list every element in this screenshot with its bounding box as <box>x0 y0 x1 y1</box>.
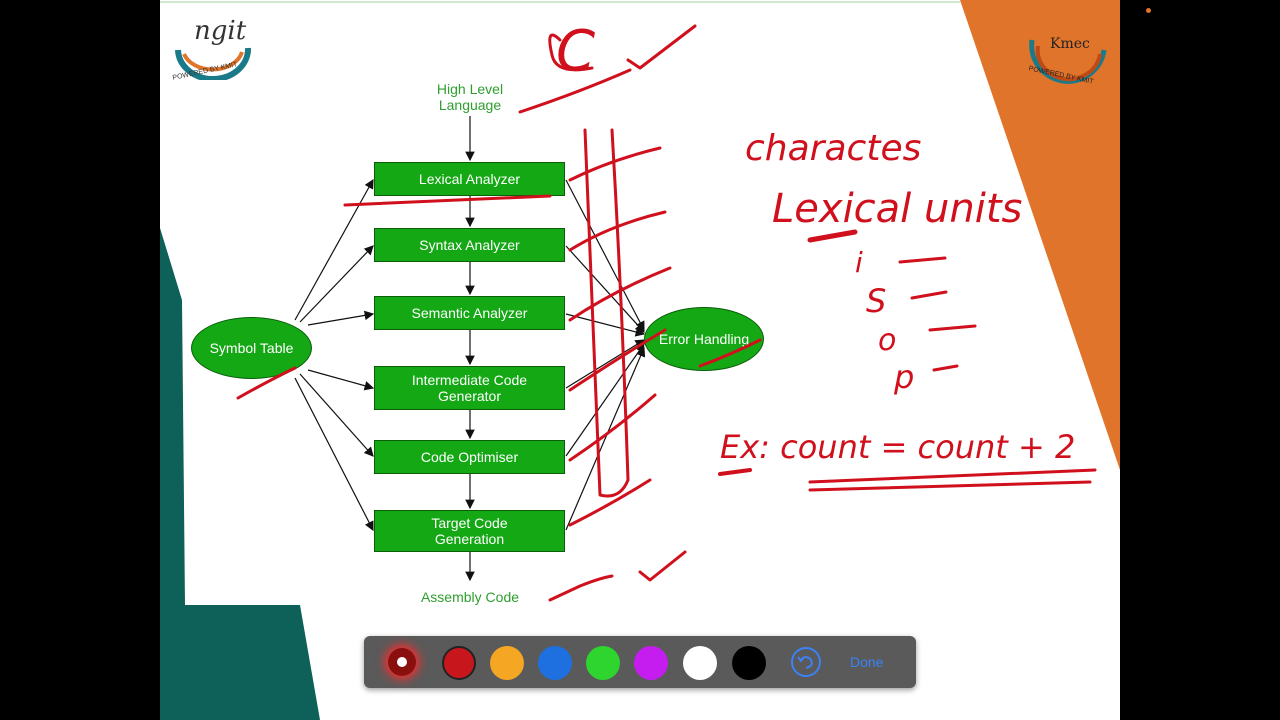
color-swatch-blue[interactable] <box>538 646 572 680</box>
active-pen-button[interactable] <box>388 648 416 676</box>
kmec-logo: Kmec POWERED BY KMIT <box>1028 10 1108 90</box>
slide-background-shapes <box>160 0 1120 720</box>
phase-code-optimiser: Code Optimiser <box>374 440 565 474</box>
annotation-unit-i: i <box>855 246 863 279</box>
phase-intermediate-code-generator: Intermediate Code Generator <box>374 366 565 410</box>
color-swatch-black[interactable] <box>732 646 766 680</box>
undo-icon <box>791 647 821 677</box>
kmec-logo-name: Kmec <box>1050 36 1090 52</box>
annotation-unit-p: p <box>893 358 914 396</box>
pen-toolbar: Done <box>364 636 916 688</box>
phase-lexical-analyzer: Lexical Analyzer <box>374 162 565 196</box>
slide-canvas[interactable]: ngit POWERED BY KMIT Kmec POWERED BY KMI… <box>160 0 1120 720</box>
input-label: High Level Language <box>436 81 504 113</box>
color-swatch-orange[interactable] <box>490 646 524 680</box>
annotation-unit-o: o <box>878 323 896 358</box>
handwritten-annotations: C charactes Lexical units i S o p Ex: co… <box>236 19 1097 602</box>
color-swatch-green[interactable] <box>586 646 620 680</box>
color-swatch-red[interactable] <box>442 646 476 680</box>
annotation-unit-s: S <box>866 282 886 320</box>
annotation-heading: charactes <box>745 128 921 169</box>
annotation-subheading: Lexical units <box>772 186 1022 232</box>
diagram-connectors <box>294 116 646 582</box>
annotation-example: Ex: count = count + 2 <box>720 428 1075 466</box>
undo-button[interactable] <box>790 646 822 678</box>
color-swatch-white[interactable] <box>683 646 717 680</box>
done-button[interactable]: Done <box>850 654 884 670</box>
recording-indicator-dot <box>1146 8 1151 13</box>
phase-syntax-analyzer: Syntax Analyzer <box>374 228 565 262</box>
phase-target-code-generation: Target Code Generation <box>374 510 565 552</box>
annotation-top-letter: C <box>556 19 595 84</box>
phase-semantic-analyzer: Semantic Analyzer <box>374 296 565 330</box>
ngit-logo-name: ngit <box>194 16 247 46</box>
color-swatch-purple[interactable] <box>634 646 668 680</box>
output-label: Assembly Code <box>420 589 520 605</box>
active-pen-dot-icon <box>397 657 407 667</box>
ngit-logo: ngit POWERED BY KMIT <box>170 10 260 82</box>
error-handling-node: Error Handling <box>644 307 764 371</box>
